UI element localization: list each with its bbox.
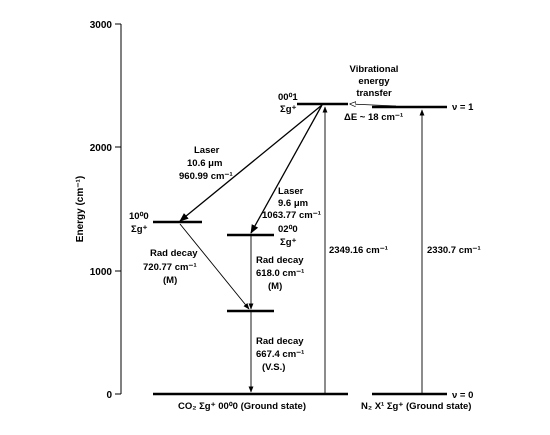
co2-ground-label: CO₂ Σg⁺ 00⁰0 (Ground state) (178, 401, 306, 412)
laser-10-6-line1: Laser (194, 145, 220, 156)
laser-9-6-line1: Laser (278, 186, 304, 197)
rad-decay-1-arrow (179, 223, 250, 310)
sublabel-co2-100: Σg⁺ (131, 224, 148, 235)
rad-decay-1-line1: Rad decay (150, 248, 198, 259)
transition-arrows (179, 104, 425, 394)
laser-10-6-line3: 960.99 cm⁻¹ (179, 171, 233, 182)
label-co2-100: 10⁰0 (129, 211, 149, 222)
y-tick-label-3000: 3000 (90, 20, 113, 31)
energy-transfer-arrow (350, 104, 397, 106)
y-tick-label-0: 0 (106, 390, 112, 401)
label-n2-v0: ν = 0 (452, 390, 473, 401)
rad-decay-1-line2: 720.77 cm⁻¹ (143, 262, 197, 273)
rad-decay-3-line2: 667.4 cm⁻¹ (256, 349, 304, 360)
y-axis: 0 1000 2000 3000 Energy (cm⁻¹) (75, 20, 122, 401)
sublabel-co2-020: Σg⁺ (280, 237, 297, 248)
rad-decay-2-line1: Rad decay (256, 255, 304, 266)
delta-e-label: ΔE ~ 18 cm⁻¹ (344, 112, 403, 123)
laser-10-6-line2: 10.6 μm (187, 158, 222, 169)
laser-9-6-line2: 9.6 μm (278, 198, 308, 209)
transfer-line3: transfer (356, 88, 392, 99)
energy-transfer-annotation: Vibrational energy transfer ΔE ~ 18 cm⁻¹ (344, 64, 403, 123)
laser-10-6-arrow (179, 104, 323, 222)
co2-pump-label: 2349.16 cm⁻¹ (329, 245, 388, 256)
y-tick-label-1000: 1000 (90, 267, 113, 278)
energy-levels (153, 102, 447, 396)
rad-decay-3-line3: (V.S.) (262, 362, 285, 373)
y-axis-label: Energy (cm⁻¹) (75, 176, 86, 242)
transfer-line2: energy (358, 76, 390, 87)
label-co2-001: 00⁰1 (278, 92, 298, 103)
rad-decay-3-line1: Rad decay (256, 336, 304, 347)
rad-decay-2-line2: 618.0 cm⁻¹ (256, 268, 304, 279)
level-labels: 00⁰1 Σg⁺ 10⁰0 Σg⁺ 02⁰0 Σg⁺ ν = 1 ν = 0 (129, 92, 474, 401)
y-tick-label-2000: 2000 (90, 143, 113, 154)
label-n2-v1: ν = 1 (452, 102, 474, 113)
laser-9-6-arrow (250, 104, 323, 234)
n2-pump-label: 2330.7 cm⁻¹ (427, 245, 481, 256)
sublabel-co2-001: Σg⁺ (280, 104, 297, 115)
label-co2-020: 02⁰0 (278, 224, 298, 235)
n2-ground-label: N₂ X¹ Σg⁺ (Ground state) (361, 401, 471, 412)
rad-decay-2-line3: (M) (268, 281, 282, 292)
transition-labels: Laser 10.6 μm 960.99 cm⁻¹ Laser 9.6 μm 1… (143, 145, 481, 373)
rad-decay-1-line3: (M) (163, 275, 177, 286)
transfer-line1: Vibrational (350, 64, 399, 75)
bottom-labels: CO₂ Σg⁺ 00⁰0 (Ground state) N₂ X¹ Σg⁺ (G… (178, 401, 471, 412)
laser-9-6-line3: 1063.77 cm⁻¹ (262, 210, 321, 221)
